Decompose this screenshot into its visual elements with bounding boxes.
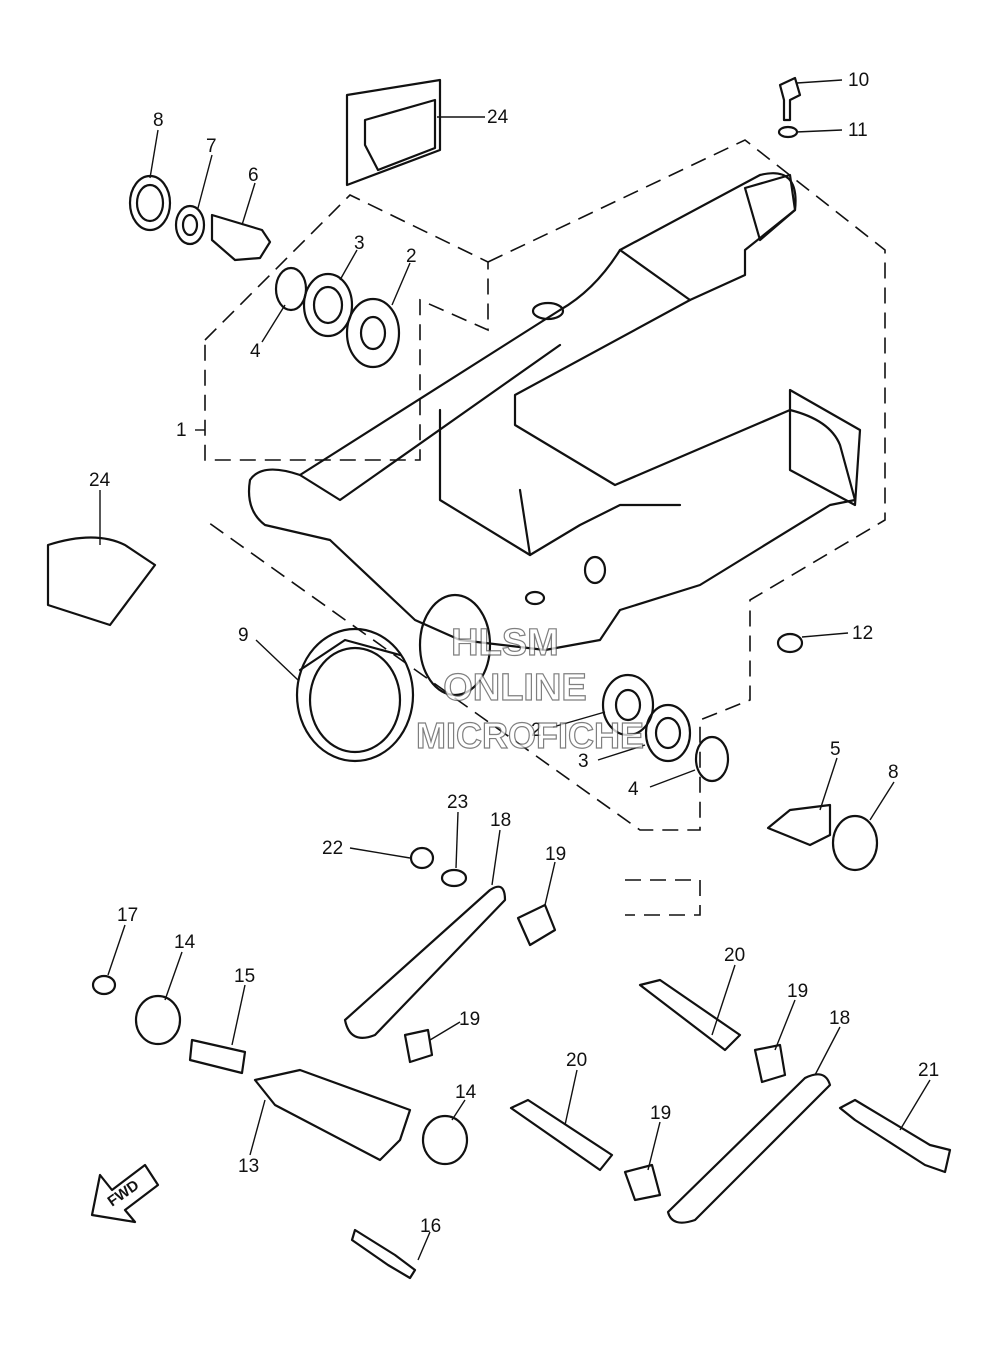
callout-3: 3 bbox=[354, 233, 365, 254]
callout-24-lower: 24 bbox=[89, 470, 111, 491]
watermark: HLSM ONLINE MICROFICHE bbox=[415, 621, 644, 756]
callout-4: 4 bbox=[250, 341, 261, 362]
watermark-line-3: MICROFICHE bbox=[416, 715, 644, 756]
boot bbox=[295, 627, 415, 763]
swingarm-assembly-boundary-right bbox=[204, 139, 886, 831]
callout-1: 1 bbox=[176, 420, 187, 441]
callout-18: 18 bbox=[490, 810, 511, 831]
callout-18-b: 18 bbox=[829, 1008, 850, 1029]
linkage-assembly-boundary bbox=[625, 879, 701, 916]
callout-8-right: 8 bbox=[888, 762, 899, 783]
right-pivot-parts bbox=[601, 673, 879, 872]
callout-7: 7 bbox=[206, 136, 217, 157]
callout-4-right: 4 bbox=[628, 779, 639, 800]
callout-20: 20 bbox=[724, 945, 745, 966]
callout-19-b: 19 bbox=[787, 981, 808, 1002]
callout-24: 24 bbox=[487, 107, 509, 128]
callout-22: 22 bbox=[322, 838, 343, 859]
callout-20-b: 20 bbox=[566, 1050, 587, 1071]
callout-19-d: 19 bbox=[650, 1103, 671, 1124]
callout-21: 21 bbox=[918, 1060, 939, 1081]
callout-13: 13 bbox=[238, 1156, 259, 1177]
callout-labels: 24 8 7 6 3 2 4 1 10 11 24 9 12 2 3 4 5 8… bbox=[89, 70, 939, 1237]
linkage-parts bbox=[91, 846, 952, 1280]
callout-3-right: 3 bbox=[578, 751, 589, 772]
callout-11: 11 bbox=[848, 120, 868, 141]
left-pivot-parts bbox=[128, 174, 401, 369]
watermark-line-2: ONLINE bbox=[443, 667, 587, 709]
callout-2-right: 2 bbox=[531, 720, 542, 741]
callout-6: 6 bbox=[248, 165, 259, 186]
callout-17: 17 bbox=[117, 905, 138, 926]
cap bbox=[776, 632, 804, 654]
protector-upper bbox=[345, 78, 442, 187]
watermark-line-1: HLSM bbox=[451, 622, 559, 664]
protector-lower bbox=[46, 536, 157, 627]
callout-10: 10 bbox=[848, 70, 869, 91]
callout-15: 15 bbox=[234, 966, 255, 987]
callout-16: 16 bbox=[420, 1216, 441, 1237]
callout-12: 12 bbox=[852, 623, 873, 644]
callout-23: 23 bbox=[447, 792, 468, 813]
bolt-and-washer bbox=[777, 76, 802, 139]
callout-2: 2 bbox=[406, 246, 417, 267]
swingarm-assembly-boundary bbox=[204, 194, 489, 461]
callout-leaders bbox=[99, 79, 931, 1261]
callout-19-c: 19 bbox=[459, 1009, 480, 1030]
forward-direction-arrow bbox=[90, 1163, 160, 1224]
callout-5: 5 bbox=[830, 739, 841, 760]
callout-14-b: 14 bbox=[455, 1082, 477, 1103]
callout-14: 14 bbox=[174, 932, 196, 953]
callout-8: 8 bbox=[153, 110, 164, 131]
swingarm bbox=[247, 172, 862, 697]
callout-9: 9 bbox=[238, 625, 249, 646]
callout-19: 19 bbox=[545, 844, 566, 865]
